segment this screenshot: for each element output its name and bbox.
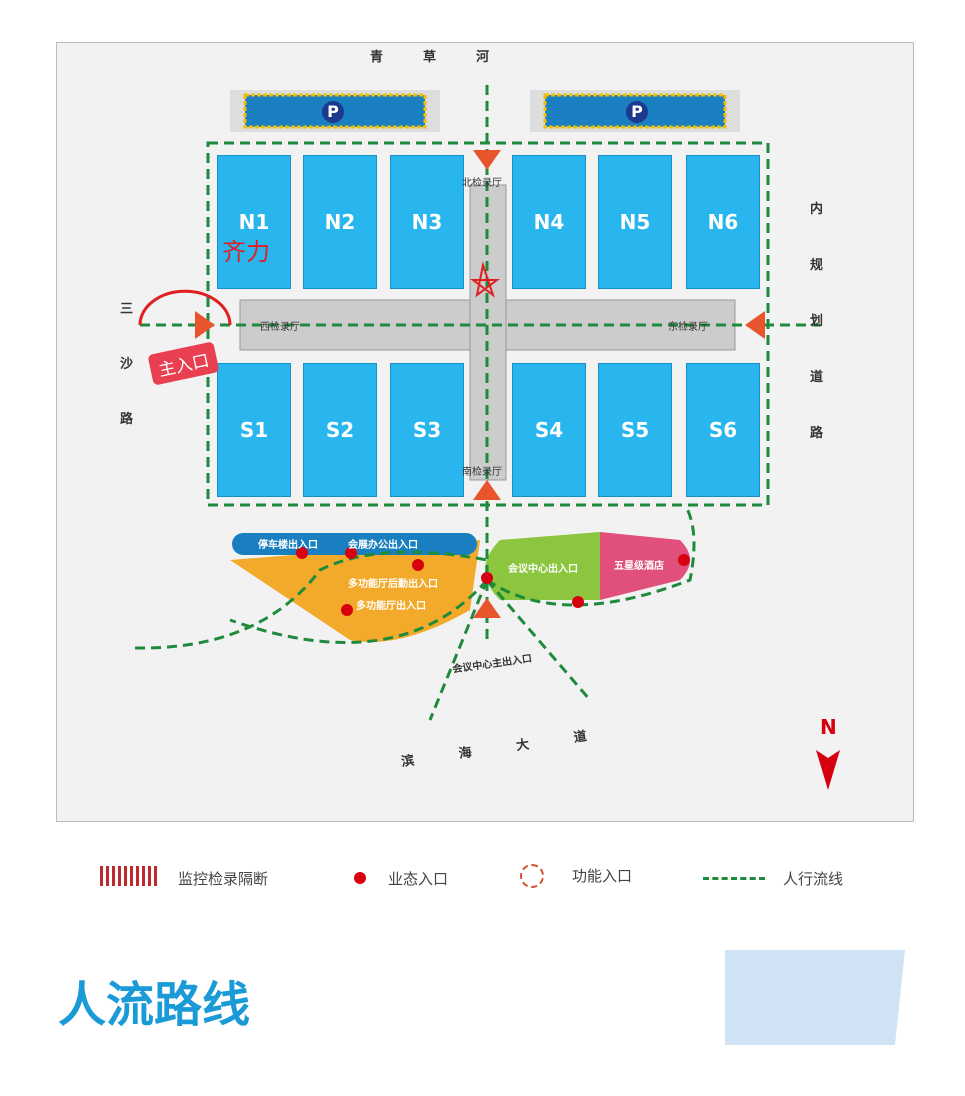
legend-label: 功能入口 [572,867,633,885]
exhibition-hall: S5 [598,363,672,497]
road-west: 三沙路 [120,302,134,427]
parking-exit-label: 停车楼出入口 [258,540,318,551]
exhibition-hall: N3 [390,155,464,289]
west-lobby-label: 西检录厅 [260,322,300,333]
south-lobby-label: 南检录厅 [462,467,502,478]
page-title: 人流路线 [58,977,251,1033]
exhibition-hall: N2 [303,155,377,289]
handwritten-annotation: 齐力 [222,238,270,266]
exhibition-hall: N6 [686,155,760,289]
dashed-line-icon [703,877,765,880]
legend-label: 人行流线 [783,870,844,888]
exhibition-hall: S3 [390,363,464,497]
parking-icon: P [322,101,344,123]
road-north: 青草河 [370,50,530,65]
conf-exit-label: 会议中心出入口 [508,564,578,575]
east-lobby-label: 东检录厅 [668,322,708,333]
exhibition-hall: N4 [512,155,586,289]
road-east: 内规划道路 [810,202,824,441]
hatch-icon [100,866,160,886]
north-lobby-label: 北检录厅 [462,178,502,189]
exhibition-hall: S6 [686,363,760,497]
legend-label: 业态入口 [388,870,449,888]
ring-icon [520,864,544,888]
compass-north: N [820,715,837,739]
dot-icon [354,872,366,884]
parking-icon: P [626,101,648,123]
multi-logistics-label: 多功能厅后勤出入口 [348,579,438,590]
exhibition-hall: N5 [598,155,672,289]
multi-exit-label: 多功能厅出入口 [356,601,426,612]
exhibition-hall: S4 [512,363,586,497]
exhibition-hall: S1 [217,363,291,497]
exhibition-hall: N1 [217,155,291,289]
legend-label: 监控检录隔断 [178,870,269,888]
exhibition-hall: S2 [303,363,377,497]
hotel-label: 五星级酒店 [614,561,664,572]
office-exit-label: 会展办公出入口 [348,540,418,551]
logo-watermark [725,950,905,1045]
